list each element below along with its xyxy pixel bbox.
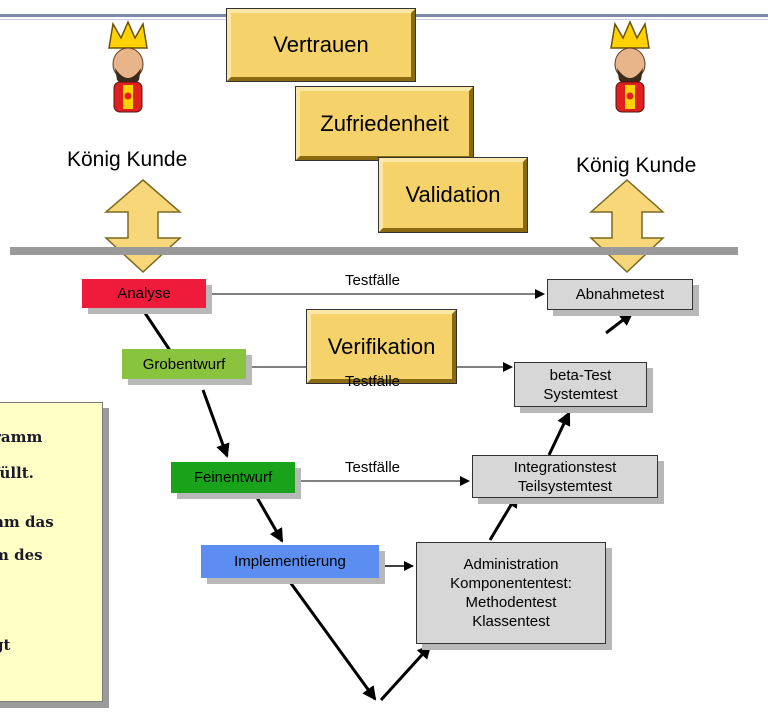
customer-label-right: König Kunde: [576, 154, 697, 177]
test-abnahmetest: Abnahmetest: [547, 279, 693, 310]
phase-feinentwurf-label: Feinentwurf: [193, 469, 273, 486]
component-to-integration-arrow: [488, 493, 519, 541]
grobentwurf-to-feinentwurf-arrow: [201, 389, 230, 458]
systemtest-to-abnahme-arrow: [605, 311, 634, 335]
testfaelle-label-feinentwurf: Testfälle: [345, 459, 401, 476]
phase-analyse: Analyse: [82, 279, 206, 308]
side-note-panel: ramm füllt. nm das m des gt: [0, 402, 103, 702]
testfaelle-label-grobentwurf: Testfälle: [345, 373, 401, 390]
component-line4: Klassentest: [472, 613, 550, 630]
validation-label: Validation: [405, 182, 501, 208]
verifikation-box: Verifikation: [306, 309, 457, 384]
phase-grobentwurf-label: Grobentwurf: [142, 355, 226, 373]
phase-grobentwurf: Grobentwurf: [122, 349, 246, 379]
separator-bar: [10, 247, 738, 255]
king-icon: [610, 20, 650, 113]
test-systemtest: beta-Test Systemtest: [514, 362, 647, 407]
phase-analyse-label: Analyse: [117, 285, 171, 302]
up-down-arrow-icon: [589, 178, 665, 274]
vertrauen-label: Vertrauen: [273, 32, 369, 58]
verifikation-label: Verifikation: [327, 333, 436, 360]
phase-feinentwurf: Feinentwurf: [171, 462, 295, 493]
integration-line1: Integrationstest: [513, 458, 617, 476]
zufriedenheit-label: Zufriedenheit: [320, 110, 449, 137]
bottom-to-component-arrow: [379, 644, 432, 702]
abnahmetest-label: Abnahmetest: [575, 286, 665, 303]
implementierung-to-bottom-arrow: [288, 581, 377, 701]
side-note-line-1: ramm: [0, 428, 43, 446]
zufriedenheit-box: Zufriedenheit: [295, 86, 474, 161]
component-line1: Administration: [463, 556, 559, 573]
integration-to-systemtest-arrow: [547, 411, 571, 456]
component-line2: Komponententest:: [450, 575, 572, 592]
systemtest-line1: beta-Test: [549, 366, 612, 384]
test-komponententest: Administration Komponententest: Methoden…: [416, 542, 606, 644]
up-down-arrow-icon: [103, 179, 183, 274]
customer-label-left: König Kunde: [67, 148, 188, 171]
phase-implementierung: Implementierung: [201, 545, 379, 578]
vertrauen-box: Vertrauen: [226, 8, 416, 82]
side-note-line-3: nm das: [0, 513, 54, 531]
side-note-line-2: füllt.: [0, 464, 34, 482]
test-integrationstest: Integrationstest Teilsystemtest: [472, 455, 658, 498]
integration-line2: Teilsystemtest: [517, 477, 613, 495]
feinentwurf-to-implementierung-arrow: [253, 493, 284, 543]
king-icon: [108, 20, 148, 113]
validation-box: Validation: [378, 157, 528, 233]
systemtest-line2: Systemtest: [543, 385, 618, 403]
side-note-line-4: m des: [0, 546, 43, 564]
component-line3: Methodentest: [465, 594, 557, 611]
phase-implementierung-label: Implementierung: [234, 553, 346, 570]
testfaelle-label-analyse: Testfälle: [345, 272, 401, 289]
side-note-line-5: gt: [0, 636, 11, 654]
